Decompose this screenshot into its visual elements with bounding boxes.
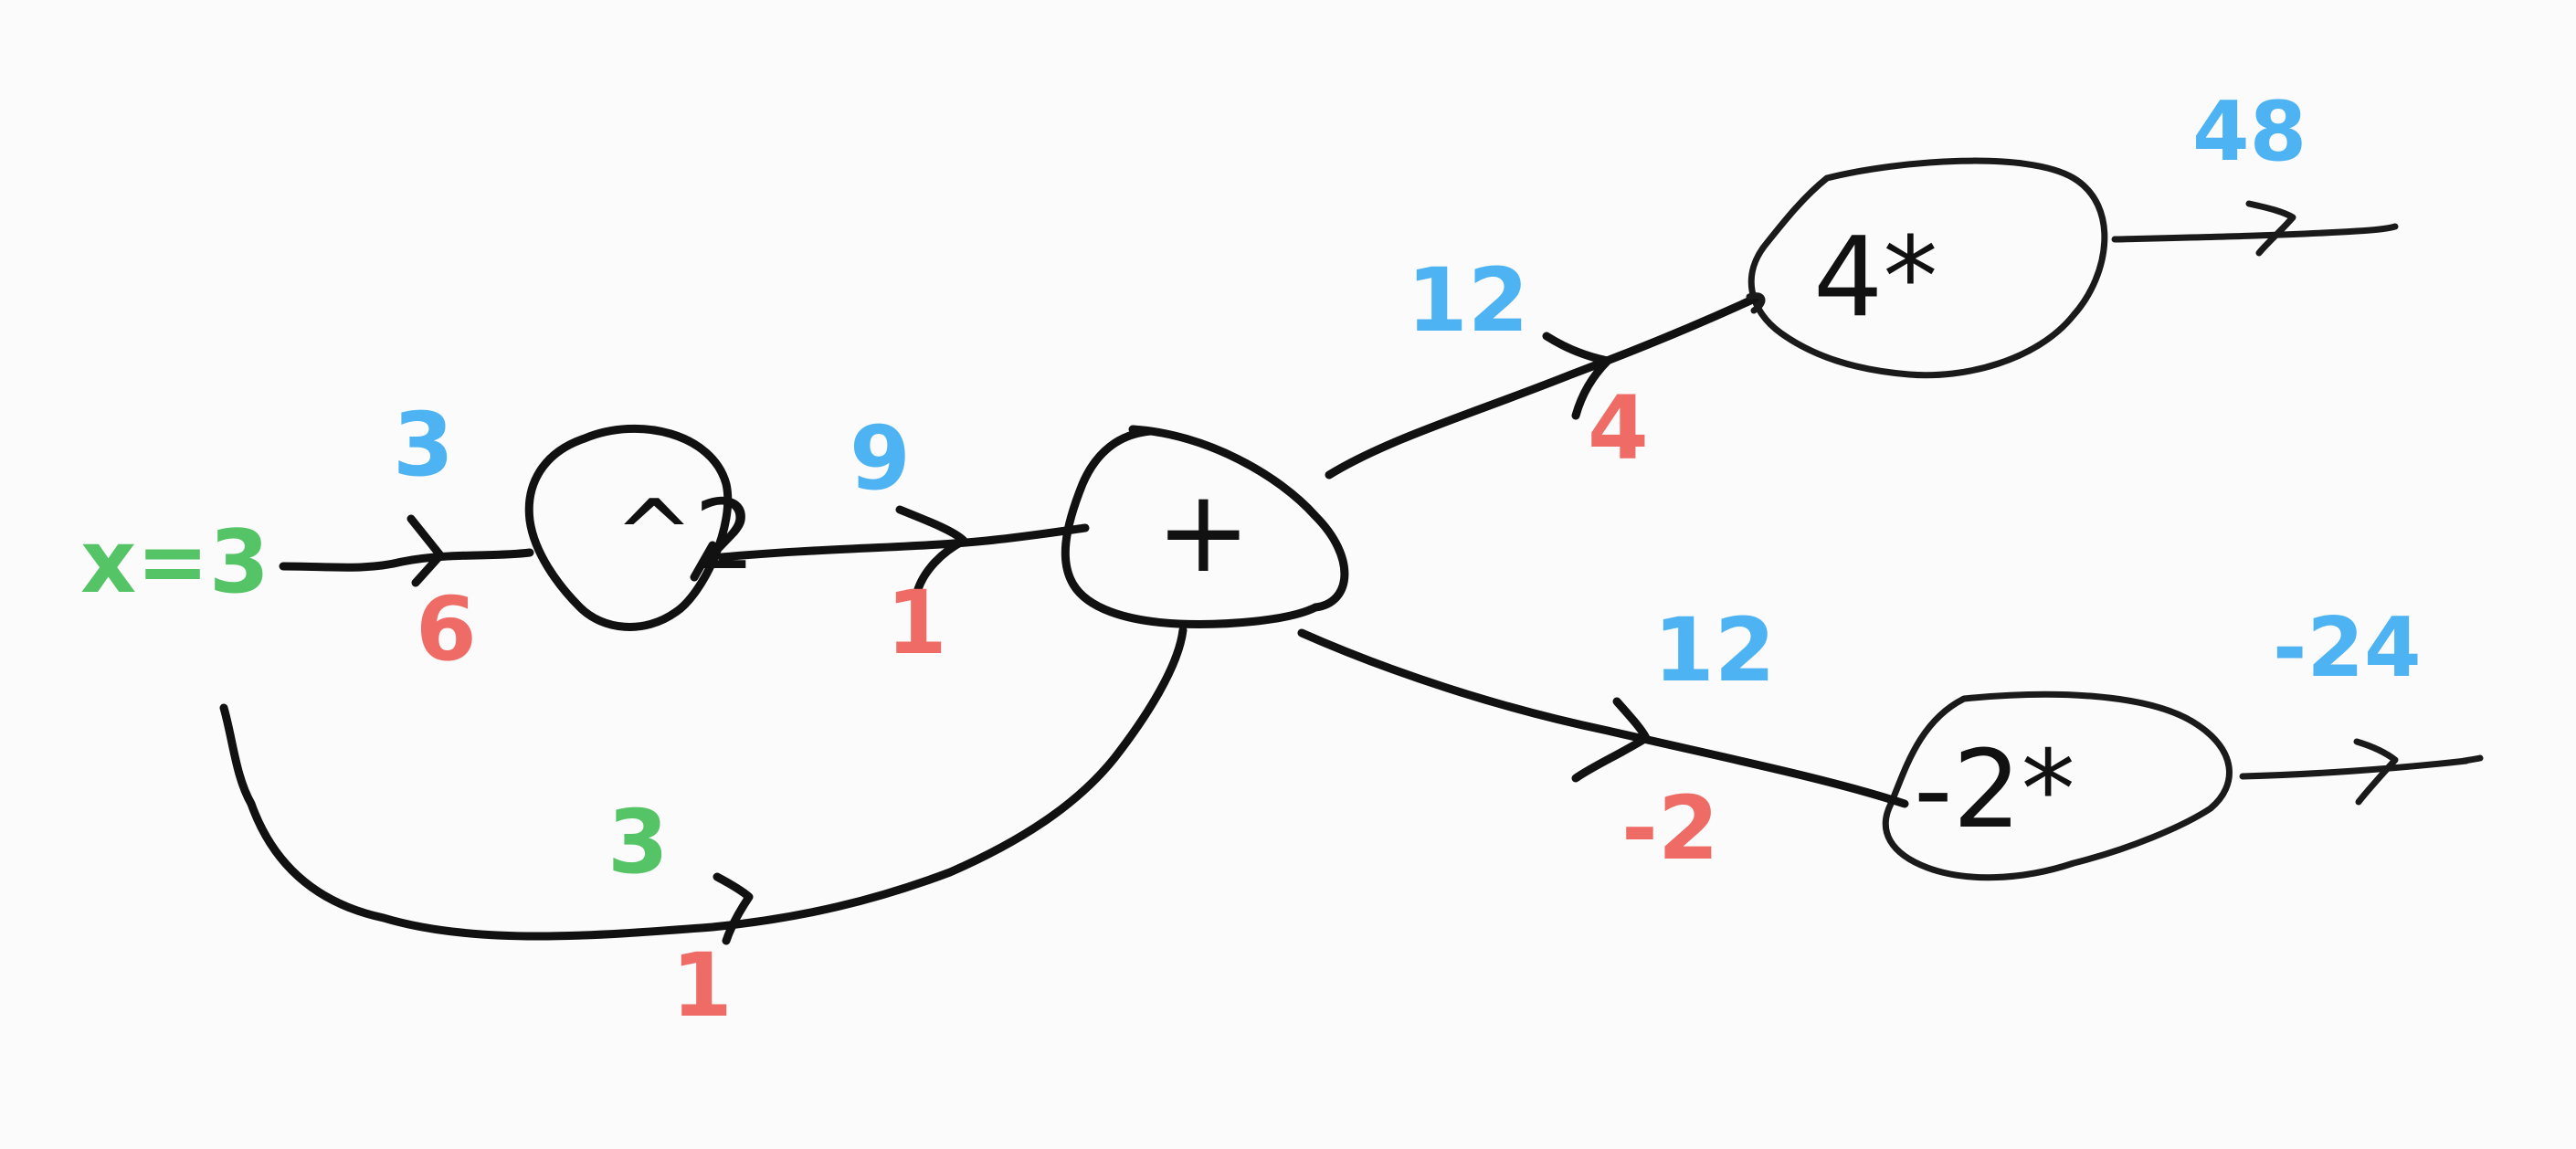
edge-times-neg2-out xyxy=(2239,738,2484,806)
edge-times4-out-arrowhead xyxy=(2245,200,2296,257)
node-square-outline xyxy=(524,424,733,631)
node-times4-outline xyxy=(1747,157,2108,379)
edge-add-to-times4-arrowhead xyxy=(1542,332,1612,420)
edge-x-to-square-gradient: 6 xyxy=(416,578,477,680)
edge-add-to-times4 xyxy=(1325,292,1766,480)
edge-skip-to-add-gradient: 1 xyxy=(671,934,733,1037)
edge-times-neg2-out-arrowhead xyxy=(2353,738,2399,806)
edge-skip-to-add-line xyxy=(219,626,1188,941)
edge-times-neg2-out-forward: -24 xyxy=(2273,600,2422,696)
edge-x-to-square-forward: 3 xyxy=(393,394,454,496)
edge-add-to-times4-tick xyxy=(1746,292,1766,314)
edge-add-to-times-neg2-gradient: -2 xyxy=(1621,777,1719,880)
input-label: x=3 xyxy=(80,512,269,613)
node-times4: 4* xyxy=(1747,157,2108,379)
node-times-neg2: -2* xyxy=(1882,690,2233,881)
node-add: + xyxy=(1061,425,1349,628)
edge-times4-out xyxy=(2111,200,2399,257)
edge-x-to-square-arrowhead xyxy=(406,514,445,587)
node-square-label: ^2 xyxy=(614,480,755,591)
edge-square-to-add-tick xyxy=(690,541,717,582)
edge-skip-to-add-arrowhead xyxy=(713,872,754,945)
node-add-outline xyxy=(1061,425,1349,628)
edge-square-to-add-gradient: 1 xyxy=(886,572,947,674)
edge-times4-out-forward: 48 xyxy=(2192,84,2307,180)
node-square: ^2 xyxy=(524,424,755,631)
edge-add-to-times-neg2-line xyxy=(1297,628,1909,808)
node-times4-label: 4* xyxy=(1813,215,1937,342)
edge-add-to-times4-line xyxy=(1325,292,1763,480)
edge-skip-to-add xyxy=(219,626,1188,945)
edge-square-to-add xyxy=(690,505,1090,594)
edge-square-to-add-arrowhead xyxy=(895,505,968,594)
edge-add-to-times-neg2-arrowhead xyxy=(1571,697,1651,783)
edge-add-to-times4-gradient: 4 xyxy=(1588,377,1649,480)
edge-add-to-times-neg2 xyxy=(1297,628,1909,808)
edge-square-to-add-line xyxy=(717,523,1090,562)
node-add-label: + xyxy=(1156,466,1251,598)
edge-square-to-add-forward: 9 xyxy=(850,407,911,510)
edge-add-to-times4-forward: 12 xyxy=(1407,249,1529,352)
edge-add-to-times-neg2-forward: 12 xyxy=(1653,599,1776,701)
node-times-neg2-label: -2* xyxy=(1914,726,2075,852)
edge-x-to-square-line xyxy=(279,548,534,572)
edge-times4-out-line xyxy=(2111,223,2399,243)
edge-x-to-square xyxy=(279,514,534,587)
edge-skip-to-add-forward: 3 xyxy=(607,791,669,893)
node-times-neg2-outline xyxy=(1882,690,2233,881)
edge-times-neg2-out-line xyxy=(2239,754,2484,780)
